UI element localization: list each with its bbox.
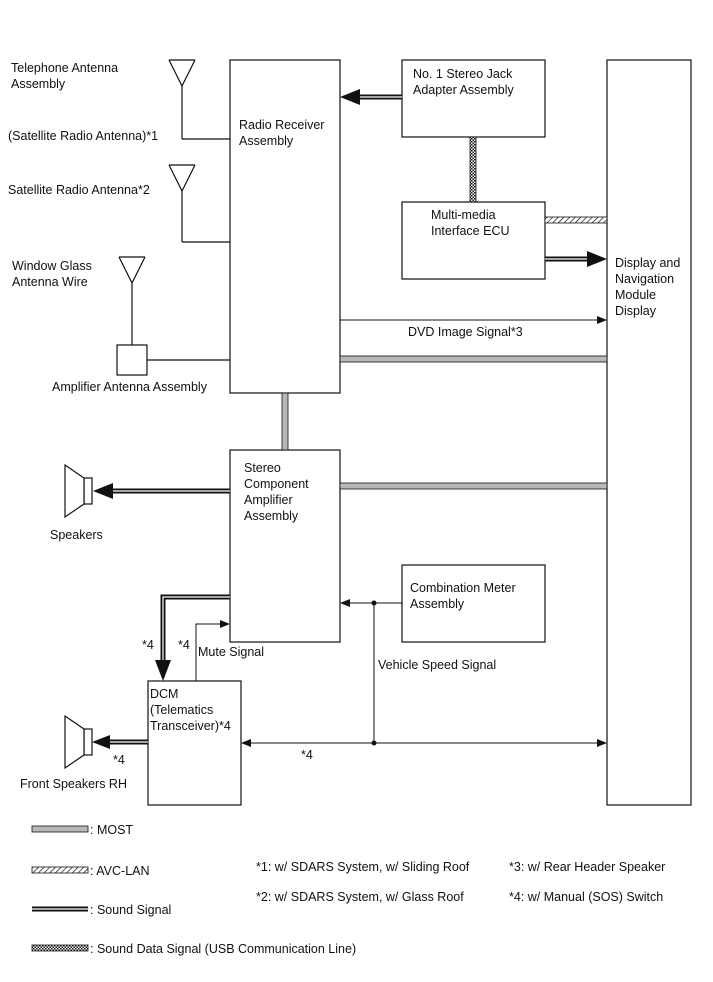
amplifier-antenna-label: Amplifier Antenna Assembly [52, 380, 207, 394]
footnote-4: *4: w/ Manual (SOS) Switch [509, 890, 664, 904]
legend-sound-data-label: : Sound Data Signal (USB Communication L… [90, 942, 357, 956]
stereo-jack-label: No. 1 Stereo Jack Adapter Assembly [413, 67, 514, 97]
amplifier-antenna-icon [116, 344, 148, 376]
dvd-image-line [340, 316, 607, 324]
dcm-block [147, 680, 242, 806]
dvd-image-signal-label: DVD Image Signal*3 [408, 325, 523, 339]
front-speakers-rh-label: Front Speakers RH [20, 777, 127, 791]
footnote-1: *1: w/ SDARS System, w/ Sliding Roof [256, 860, 470, 874]
window-glass-antenna-icon [118, 256, 146, 345]
avc-lan-line [544, 216, 608, 224]
stereo-jack-block [401, 59, 546, 138]
radio-receiver-block [229, 59, 341, 394]
most-line [339, 355, 608, 363]
usb-data-line [469, 136, 477, 203]
sound-signal-line [93, 483, 230, 499]
legend-most-swatch [31, 825, 89, 833]
stereo-amp-block [229, 449, 341, 643]
most-line [281, 392, 289, 451]
note4-label: *4 [301, 748, 313, 762]
legend-most-label: : MOST [90, 823, 134, 837]
combination-meter-label: Combination Meter Assembly [410, 581, 516, 611]
most-line [339, 482, 608, 490]
legend-avc-lan-swatch [31, 866, 89, 874]
legend-avc-lan-label: : AVC-LAN [90, 864, 150, 878]
sound-signal-line [545, 251, 607, 267]
footnote-2: *2: w/ SDARS System, w/ Glass Roof [256, 890, 464, 904]
sound-signal-line [92, 735, 148, 749]
display-nav-label: Display and Navigation Module Display [615, 256, 681, 318]
legend-sound-signal-label: : Sound Signal [90, 903, 172, 917]
multimedia-ecu-label: Multi-media Interface ECU [431, 208, 510, 238]
radio-receiver-label: Radio Receiver Assembly [239, 118, 325, 148]
note4-label: *4 [178, 638, 190, 652]
combination-meter-block [401, 564, 546, 643]
dcm-display-line [241, 739, 607, 747]
speakers-label: Speakers [50, 528, 103, 542]
legend-sound-data-swatch [31, 944, 89, 952]
speaker-icon [64, 463, 93, 519]
telephone-antenna-icon [168, 59, 230, 140]
window-glass-antenna-label: Window Glass Antenna Wire [12, 259, 92, 289]
front-speaker-rh-icon [64, 714, 93, 770]
sat-antenna-1-label: (Satellite Radio Antenna)*1 [8, 129, 159, 143]
mute-signal-label: Mute Signal [198, 645, 265, 659]
vehicle-speed-signal-label: Vehicle Speed Signal [378, 658, 497, 672]
telephone-antenna-label: Telephone Antenna Assembly [11, 61, 119, 91]
note4-label: *4 [142, 638, 154, 652]
note4-label: *4 [113, 753, 125, 767]
mute-signal-line [195, 620, 230, 681]
display-nav-block [606, 59, 692, 806]
sound-signal-line [340, 89, 402, 105]
vehicle-speed-line [340, 599, 402, 746]
sat-antenna-2-label: Satellite Radio Antenna*2 [8, 183, 150, 197]
sound-signal-line [155, 594, 230, 681]
dcm-label: DCM (Telematics Transceiver)*4 [150, 687, 231, 733]
satellite-antenna-icon [168, 164, 230, 243]
stereo-amp-label: Stereo Component Amplifier Assembly [244, 461, 309, 523]
footnote-3: *3: w/ Rear Header Speaker [509, 860, 666, 874]
